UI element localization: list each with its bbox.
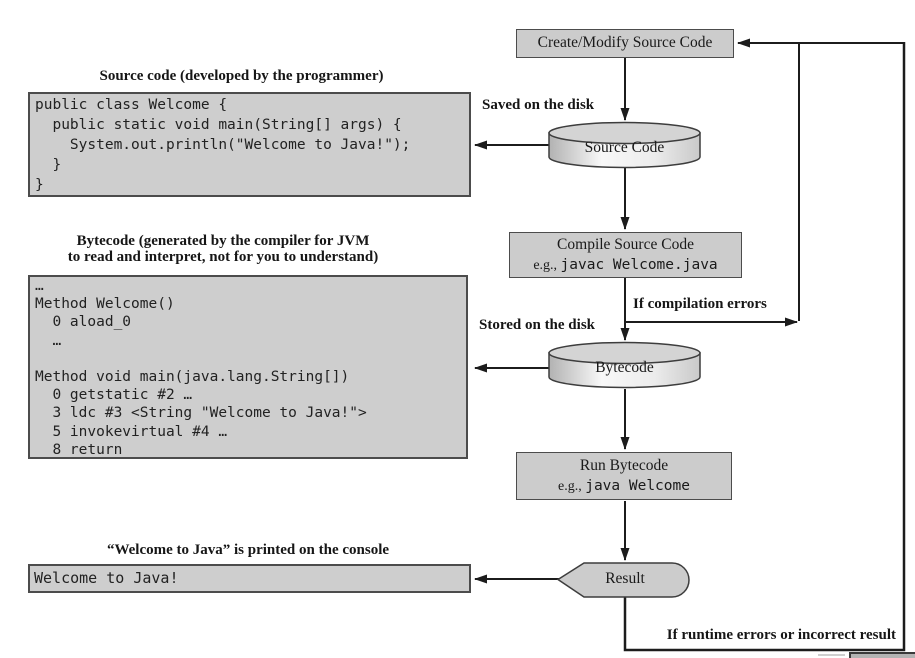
run-box-line2: e.g., java Welcome: [517, 476, 731, 497]
compile-eg-prefix: e.g.,: [533, 258, 561, 273]
console-output-box: Welcome to Java!: [28, 564, 471, 593]
bytecode-title-line1: Bytecode (generated by the compiler for …: [76, 233, 370, 249]
result-shape-label: Result: [605, 570, 645, 587]
source-code-box: public class Welcome { public static voi…: [28, 92, 471, 197]
run-command: java Welcome: [585, 478, 690, 494]
bytecode-title-line2: to read and interpret, not for you to un…: [67, 249, 379, 265]
run-bytecode-box: Run Bytecode e.g., java Welcome: [516, 452, 732, 500]
run-eg-prefix: e.g.,: [558, 479, 586, 494]
stored-on-disk-label: Stored on the disk: [479, 317, 596, 333]
edge-runtime-errors-loop: [623, 42, 906, 652]
compile-box-line2: e.g., javac Welcome.java: [510, 255, 741, 276]
bytecode-cylinder: [548, 341, 701, 389]
runtime-errors-label: If runtime errors or incorrect result: [666, 627, 896, 643]
bytecode-box: … Method Welcome() 0 aload_0 … Method vo…: [28, 275, 468, 459]
console-title: “Welcome to Java” is printed on the cons…: [106, 542, 390, 558]
source-code-title: Source code (developed by the programmer…: [99, 68, 384, 84]
source-cylinder-label: Source Code: [584, 139, 665, 156]
source-code-cylinder: [548, 121, 701, 169]
bytecode-cylinder-label: Bytecode: [595, 359, 654, 376]
compile-command: javac Welcome.java: [560, 257, 718, 273]
result-shape: [556, 562, 690, 598]
compile-box-line1: Compile Source Code: [557, 236, 694, 253]
cropped-ui-artifact-line: [818, 654, 845, 656]
saved-on-disk-label: Saved on the disk: [482, 97, 595, 113]
run-box-line1: Run Bytecode: [579, 457, 669, 474]
create-modify-source-box: Create/Modify Source Code: [516, 29, 734, 58]
compile-source-box: Compile Source Code e.g., javac Welcome.…: [509, 232, 742, 278]
compilation-errors-label: If compilation errors: [633, 296, 767, 312]
cropped-ui-artifact: [849, 652, 915, 658]
